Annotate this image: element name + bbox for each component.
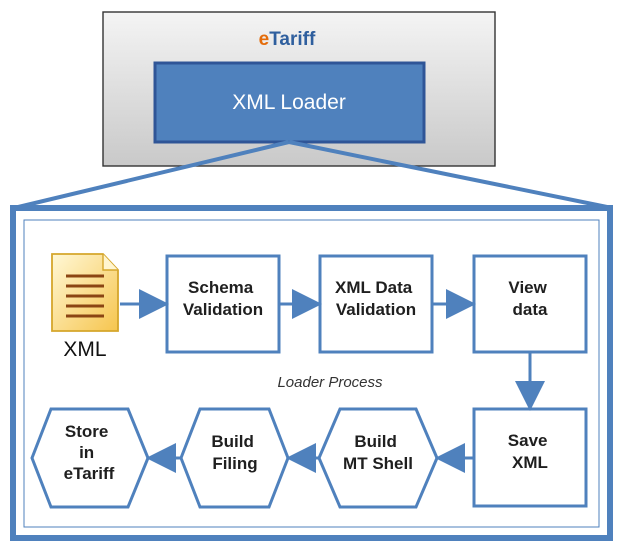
xml-loader-label: XML Loader xyxy=(232,91,346,114)
step-view-data-line-2: data xyxy=(513,300,549,319)
step-save-xml-label: Save XML xyxy=(508,431,552,472)
step-store-in-etariff[interactable]: Store in eTariff xyxy=(30,407,150,509)
step-store-in-etariff-label: Store in eTariff xyxy=(64,422,115,483)
step-schema-validation[interactable]: Schema Validation xyxy=(165,254,281,354)
step-xml-data-validation-line-2: Validation xyxy=(336,300,416,319)
step-store-in-etariff-line-3: eTariff xyxy=(64,464,115,483)
step-build-mt-shell-line-1: Build xyxy=(354,432,397,451)
step-build-filing-line-1: Build xyxy=(211,432,254,451)
step-schema-validation-label: Schema Validation xyxy=(183,278,263,319)
step-build-mt-shell-line-2: MT Shell xyxy=(343,454,413,473)
process-arrows xyxy=(120,289,545,473)
xml-file-icon xyxy=(51,253,119,332)
xml-loader-box[interactable]: XML Loader xyxy=(153,61,426,144)
step-schema-validation-line-2: Validation xyxy=(183,300,263,319)
step-view-data-label: View data xyxy=(508,278,551,319)
step-save-xml-line-2: XML xyxy=(512,453,548,472)
step-view-data-line-1: View xyxy=(508,278,547,297)
step-build-mt-shell-label: Build MT Shell xyxy=(343,432,413,473)
loader-process-caption: Loader Process xyxy=(277,374,383,391)
step-build-mt-shell[interactable]: Build MT Shell xyxy=(317,407,439,509)
step-build-filing[interactable]: Build Filing xyxy=(179,407,290,509)
xml-file-label: XML xyxy=(63,338,106,361)
step-xml-data-validation-line-1: XML Data xyxy=(335,278,413,297)
etariff-title: eTariff xyxy=(259,29,316,50)
step-save-xml[interactable]: Save XML xyxy=(472,407,588,508)
step-xml-data-validation-label: XML Data Validation xyxy=(335,278,417,319)
step-view-data[interactable]: View data xyxy=(472,254,588,354)
title-suffix: Tariff xyxy=(269,29,316,50)
step-build-filing-line-2: Filing xyxy=(212,454,257,473)
step-store-in-etariff-line-2: in xyxy=(79,443,94,462)
title-prefix: e xyxy=(259,29,270,50)
step-build-filing-label: Build Filing xyxy=(211,432,258,473)
step-schema-validation-line-1: Schema xyxy=(188,278,254,297)
zoom-connector xyxy=(13,140,613,210)
step-store-in-etariff-line-1: Store xyxy=(65,422,108,441)
step-xml-data-validation[interactable]: XML Data Validation xyxy=(318,254,434,354)
step-save-xml-line-1: Save xyxy=(508,431,548,450)
